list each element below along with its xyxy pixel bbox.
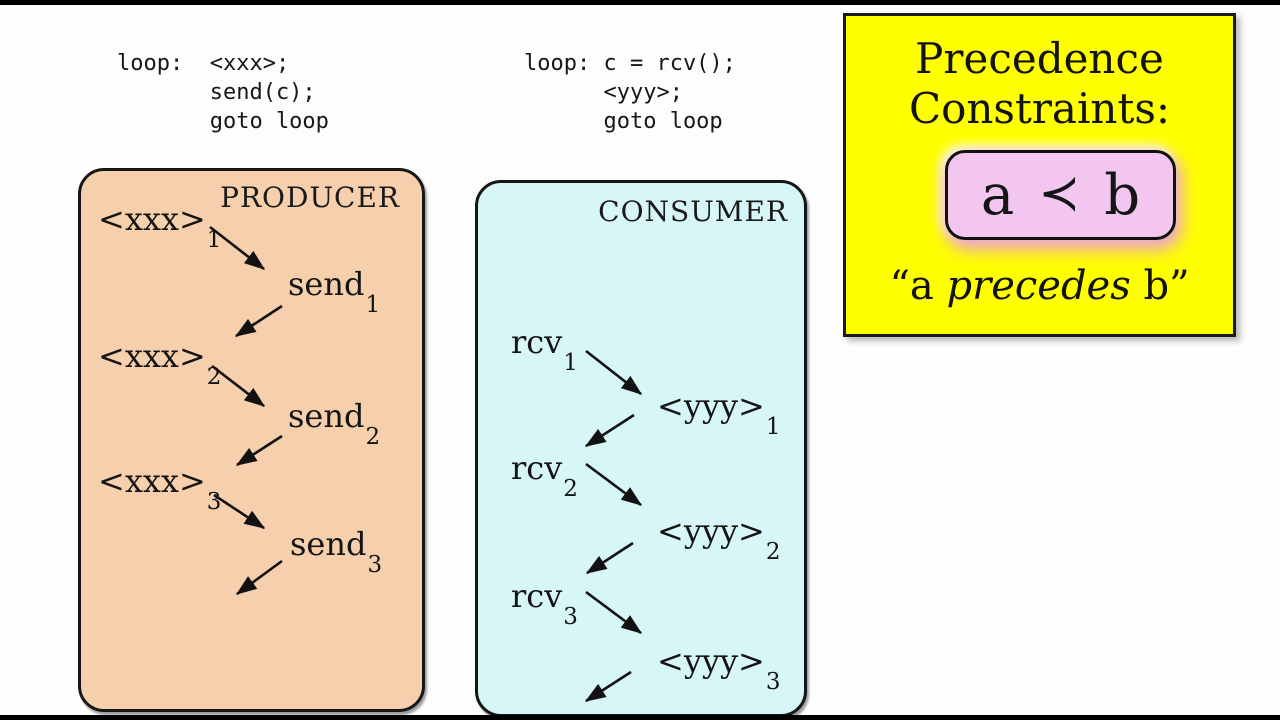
consumer-node-rcv-1: rcv1 <box>511 323 578 375</box>
producer-node-xxx-1: <xxx>1 <box>98 200 221 252</box>
producer-node-xxx-3: <xxx>3 <box>98 462 221 514</box>
node-subscript: 1 <box>765 414 781 441</box>
node-label: <xxx> <box>98 462 206 500</box>
node-subscript: 2 <box>365 424 381 451</box>
node-label: <yyy> <box>657 512 765 550</box>
letterbox-bottom <box>0 715 1280 720</box>
code-line: goto loop <box>524 109 723 134</box>
producer-node-send-1: send1 <box>288 265 380 317</box>
code-line: loop: <xxx>; <box>117 51 290 76</box>
consumer-node-yyy-3: <yyy>3 <box>657 642 781 694</box>
node-label: rcv <box>511 323 563 361</box>
node-subscript: 2 <box>765 539 781 566</box>
consumer-code-snippet: loop: c = rcv(); <yyy>; goto loop <box>524 49 736 136</box>
node-subscript: 3 <box>367 552 383 579</box>
node-label: send <box>290 525 367 563</box>
node-label: send <box>288 265 365 303</box>
relation-box: a ≺ b <box>945 150 1176 240</box>
consumer-title: CONSUMER <box>598 195 788 228</box>
node-subscript: 3 <box>563 604 578 631</box>
letterbox-top <box>0 0 1280 5</box>
producer-node-xxx-2: <xxx>2 <box>98 337 221 389</box>
producer-code-snippet: loop: <xxx>; send(c); goto loop <box>117 49 329 136</box>
relation-right-operand: b <box>1104 162 1141 228</box>
node-subscript: 1 <box>206 227 222 254</box>
consumer-node-yyy-1: <yyy>1 <box>657 387 781 439</box>
node-subscript: 1 <box>365 292 381 319</box>
node-label: <xxx> <box>98 337 206 375</box>
node-label: send <box>288 397 365 435</box>
caption-prefix: “a <box>889 263 947 309</box>
code-line: <yyy>; <box>524 80 683 105</box>
precedence-caption: “a precedes b” <box>846 263 1233 309</box>
node-label: <xxx> <box>98 200 206 238</box>
node-label: rcv <box>511 449 563 487</box>
node-subscript: 3 <box>206 489 222 516</box>
consumer-node-rcv-2: rcv2 <box>511 449 578 501</box>
node-label: <yyy> <box>657 642 765 680</box>
node-label: <yyy> <box>657 387 765 425</box>
code-line: goto loop <box>117 109 329 134</box>
node-subscript: 2 <box>206 364 222 391</box>
node-subscript: 2 <box>563 476 578 503</box>
node-subscript: 3 <box>765 669 781 696</box>
caption-italic: precedes <box>946 263 1131 309</box>
node-label: rcv <box>511 577 563 615</box>
code-line: send(c); <box>117 80 316 105</box>
precedence-panel: Precedence Constraints: a ≺ b “a precede… <box>843 13 1236 337</box>
producer-node-send-2: send2 <box>288 397 380 449</box>
producer-node-send-3: send3 <box>290 525 382 577</box>
producer-title: PRODUCER <box>220 181 400 214</box>
precedes-operator: ≺ <box>1038 164 1081 222</box>
code-line: loop: c = rcv(); <box>524 51 736 76</box>
relation-left-operand: a <box>980 162 1015 228</box>
caption-suffix: b” <box>1130 263 1190 309</box>
consumer-node-rcv-3: rcv3 <box>511 577 578 629</box>
precedence-title-line1: Precedence <box>915 34 1164 83</box>
consumer-node-yyy-2: <yyy>2 <box>657 512 781 564</box>
node-subscript: 1 <box>563 350 578 377</box>
precedence-title: Precedence Constraints: <box>846 16 1233 135</box>
precedence-title-line2: Constraints: <box>908 84 1171 134</box>
